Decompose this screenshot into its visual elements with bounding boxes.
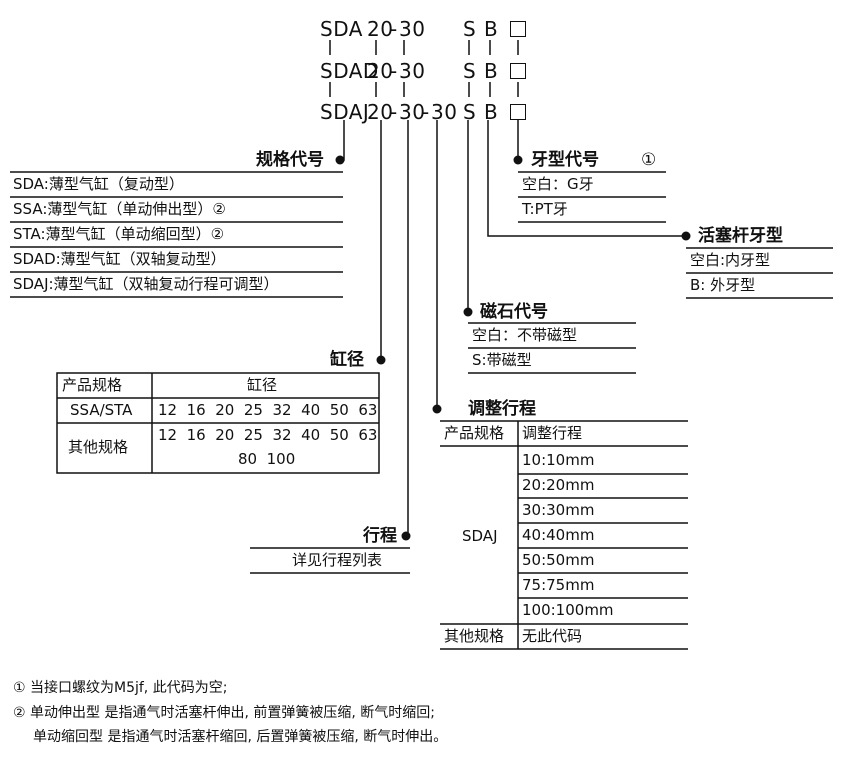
model-code-item-5: SDAJ:薄型气缸（双轴复动行程可调型） (13, 275, 279, 293)
footnote-2: ② 单动伸出型 是指通气时活塞杆伸出, 前置弹簧被压缩, 断气时缩回; (13, 705, 435, 721)
code-row-2-b: B (484, 59, 499, 83)
adjust-table-value-1: 10:10mm (522, 451, 595, 469)
code-row-1-b: B (484, 17, 499, 41)
code-row-3-stroke: 30 (399, 100, 426, 124)
bore-table-row-2-values-line2: 80 100 (238, 450, 296, 468)
adjust-table-value-3: 30:30mm (522, 501, 595, 519)
bore-table-row-1-values: 12 16 20 25 32 40 50 63 (158, 401, 378, 419)
adjust-table-value-5: 50:50mm (522, 551, 595, 569)
rod-thread-item-2: B: 外牙型 (690, 276, 756, 294)
magnet-code-heading: 磁石代号 (480, 302, 548, 322)
stroke-item-1: 详见行程列表 (292, 551, 383, 569)
adjust-table-col-adjust: 调整行程 (522, 424, 583, 442)
code-row-3-sep2: - (422, 100, 430, 124)
code-row-1-s: S (463, 17, 477, 41)
thread-code-item-1: 空白：G牙 (522, 175, 594, 193)
rod-thread-item-1: 空白:内牙型 (690, 251, 771, 269)
code-row-2-model: SDAD (320, 59, 379, 83)
code-row-2-box (510, 63, 526, 79)
code-row-2-s: S (463, 59, 477, 83)
model-code-item-4: SDAD:薄型气缸（双轴复动型） (13, 250, 226, 268)
code-row-1-stroke: 30 (399, 17, 426, 41)
magnet-code-item-2: S:带磁型 (472, 351, 532, 369)
adjust-table-spec: SDAJ (462, 527, 498, 545)
code-row-1-box (510, 21, 526, 37)
code-row-3-box (510, 104, 526, 120)
footnote-1: ① 当接口螺纹为M5jf, 此代码为空; (13, 680, 228, 696)
code-row-1-model: SDA (320, 17, 363, 41)
code-row-3-model: SDAJ (320, 100, 370, 124)
code-row-1-bore: 20 (367, 17, 394, 41)
model-code-item-1: SDA:薄型气缸（复动型） (13, 175, 184, 193)
adjust-table-value-6: 75:75mm (522, 576, 595, 594)
model-code-item-2: SSA:薄型气缸（单动伸出型）② (13, 200, 226, 218)
footnote-3: 单动缩回型 是指通气时活塞杆缩回, 后置弹簧被压缩, 断气时伸出。 (33, 729, 448, 745)
bore-heading: 缸径 (330, 350, 364, 370)
bore-table-row-1-spec: SSA/STA (70, 401, 133, 419)
stroke-heading: 行程 (363, 526, 397, 546)
rod-thread-heading: 活塞杆牙型 (698, 226, 783, 246)
magnet-code-item-1: 空白：不带磁型 (472, 326, 578, 344)
model-code-item-3: STA:薄型气缸（单动缩回型）② (13, 225, 225, 243)
thread-code-note-mark: ① (641, 150, 657, 170)
code-row-3-s: S (463, 100, 477, 124)
bore-table-col-bore: 缸径 (247, 376, 278, 394)
bore-table-row-2-values: 12 16 20 25 32 40 50 63 (158, 426, 378, 444)
adjust-table-value-2: 20:20mm (522, 476, 595, 494)
thread-code-item-2: T:PT牙 (522, 200, 568, 218)
adjust-table-value-4: 40:40mm (522, 526, 595, 544)
adjust-table-col-spec: 产品规格 (444, 424, 505, 442)
bore-table-col-spec: 产品规格 (62, 376, 123, 394)
code-row-2-sep: - (390, 59, 398, 83)
adjust-table-other-spec: 其他规格 (444, 627, 505, 645)
adjust-table-other-value: 无此代码 (522, 627, 583, 645)
model-code-heading: 规格代号 (256, 150, 324, 170)
code-row-1-sep: - (390, 17, 398, 41)
code-row-3-sep: - (390, 100, 398, 124)
code-row-3-bore: 20 (367, 100, 394, 124)
thread-code-heading: 牙型代号 (531, 150, 599, 170)
bore-table-row-2-spec: 其他规格 (68, 438, 129, 456)
code-row-2-stroke: 30 (399, 59, 426, 83)
code-row-2-bore: 20 (367, 59, 394, 83)
adjust-table-value-7: 100:100mm (522, 601, 614, 619)
code-row-3-b: B (484, 100, 499, 124)
code-row-3-adjust: 30 (431, 100, 458, 124)
adjust-stroke-heading: 调整行程 (468, 399, 536, 419)
